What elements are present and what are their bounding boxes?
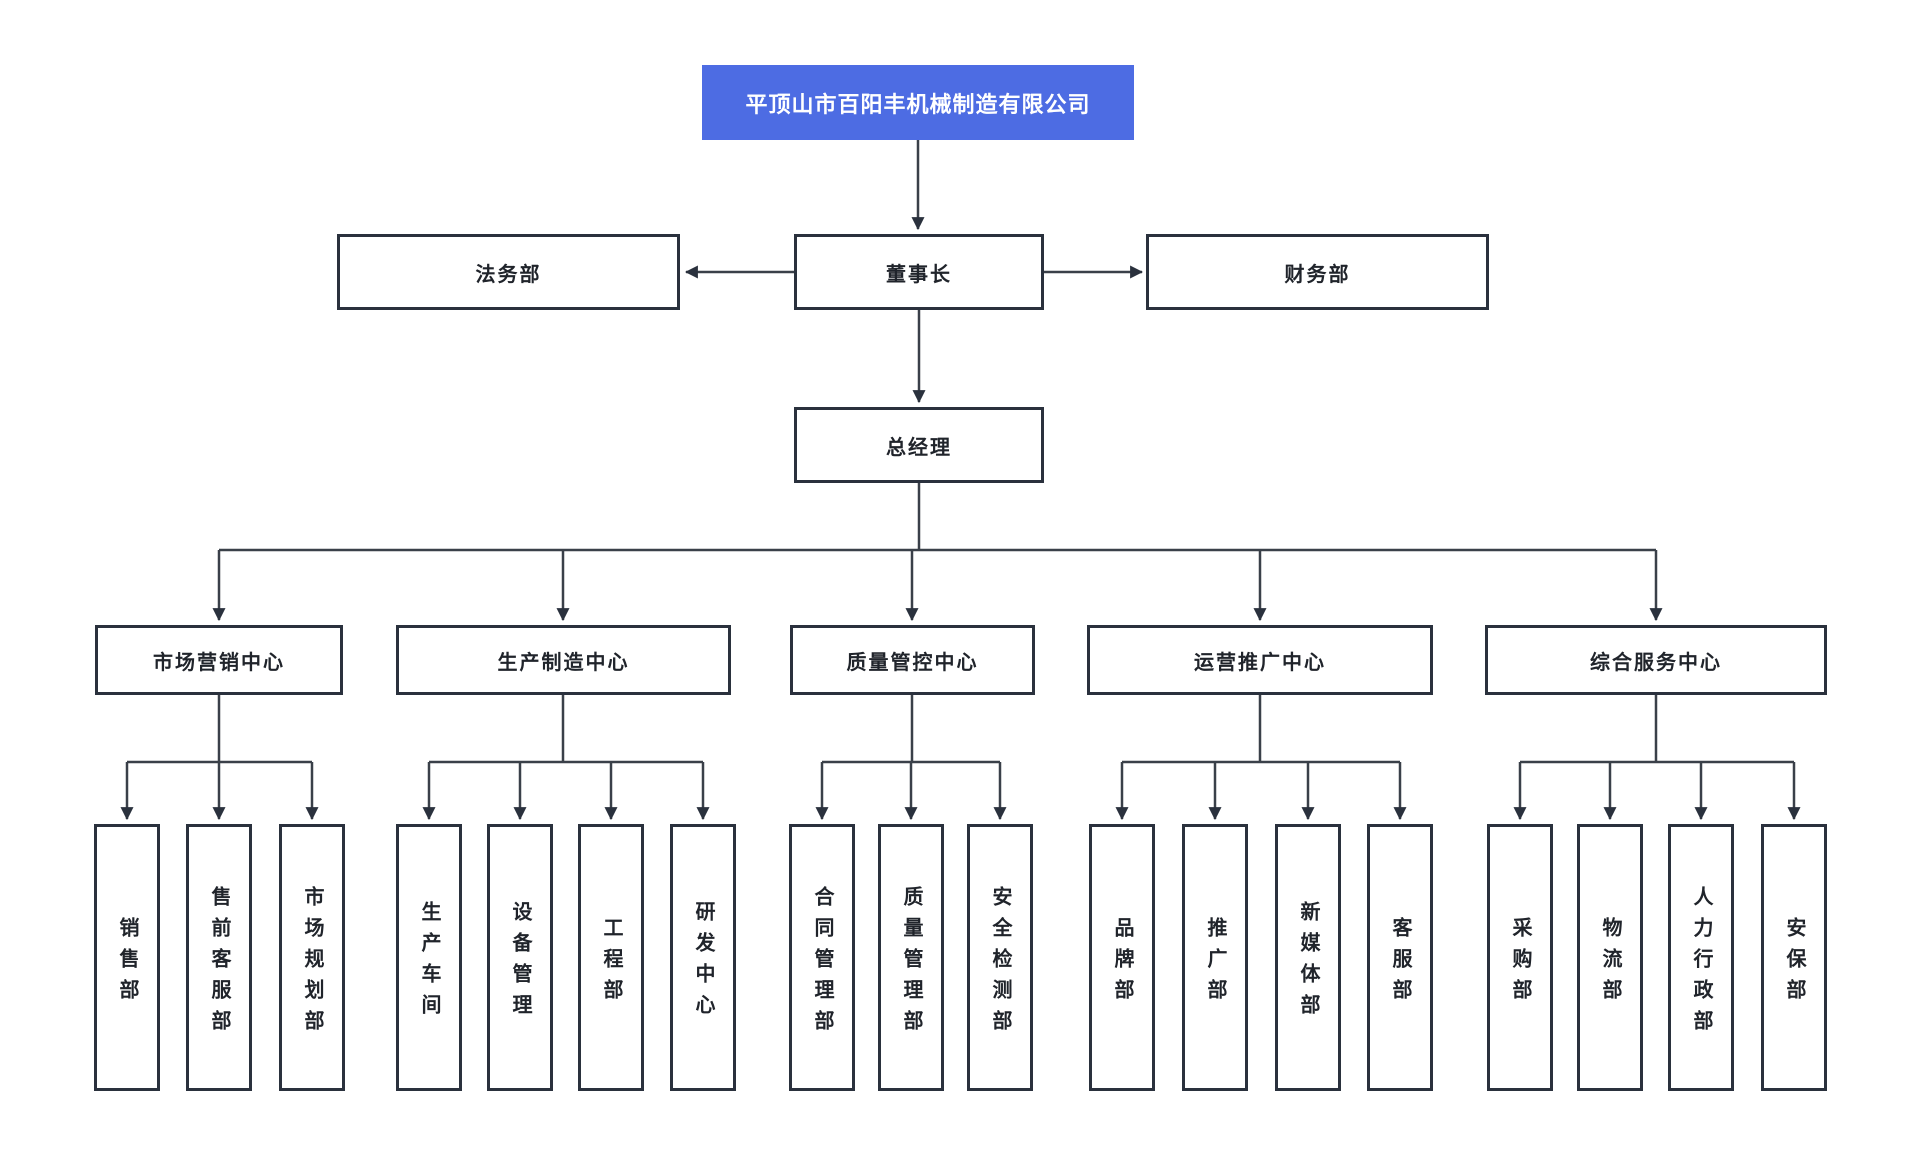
dept-box-brand: 品牌部	[1089, 824, 1155, 1091]
dept-box-contract-management: 合同管理部	[789, 824, 855, 1091]
center-box-production: 生产制造中心	[396, 625, 731, 695]
dept-box-engineering: 工程部	[578, 824, 644, 1091]
dept-box-customer-service: 客服部	[1367, 824, 1433, 1091]
finance-dept-box: 财务部	[1146, 234, 1489, 310]
dept-box-rnd-center: 研发中心	[670, 824, 736, 1091]
company-title-box: 平顶山市百阳丰机械制造有限公司	[702, 65, 1134, 140]
center-box-operations: 运营推广中心	[1087, 625, 1433, 695]
dept-box-safety-inspection: 安全检测部	[967, 824, 1033, 1091]
dept-box-quality-management: 质量管理部	[878, 824, 944, 1091]
dept-box-market-planning: 市场规划部	[279, 824, 345, 1091]
dept-box-production-workshop: 生产车间	[396, 824, 462, 1091]
general-manager-box: 总经理	[794, 407, 1044, 483]
dept-box-purchasing: 采购部	[1487, 824, 1553, 1091]
chairman-box: 董事长	[794, 234, 1044, 310]
dept-box-security: 安保部	[1761, 824, 1827, 1091]
dept-box-hr-admin: 人力行政部	[1668, 824, 1734, 1091]
dept-box-new-media: 新媒体部	[1275, 824, 1341, 1091]
center-box-marketing: 市场营销中心	[95, 625, 343, 695]
center-box-quality: 质量管控中心	[790, 625, 1035, 695]
dept-box-logistics: 物流部	[1577, 824, 1643, 1091]
center-box-services: 综合服务中心	[1485, 625, 1827, 695]
connector-lines	[120, 140, 1801, 821]
dept-box-sales: 销售部	[94, 824, 160, 1091]
legal-dept-box: 法务部	[337, 234, 680, 310]
dept-box-presales-service: 售前客服部	[186, 824, 252, 1091]
dept-box-promotion: 推广部	[1182, 824, 1248, 1091]
dept-box-equipment-management: 设备管理	[487, 824, 553, 1091]
